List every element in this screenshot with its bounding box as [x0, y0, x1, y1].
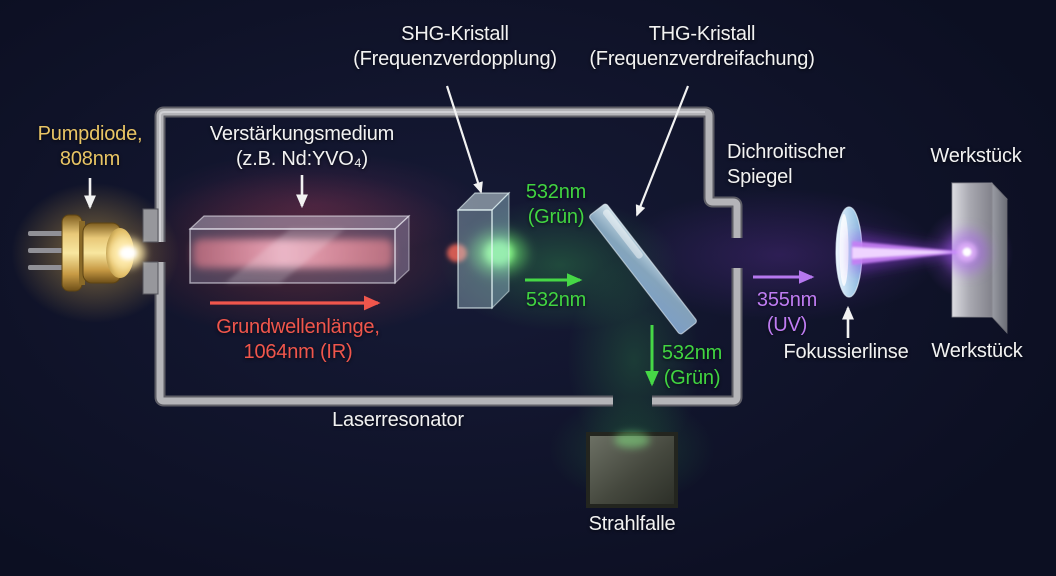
thg-crystal-graphic: [589, 203, 697, 335]
label-pump-diode: Pumpdiode, 808nm: [37, 123, 143, 170]
label-beam-trap: Strahlfalle: [588, 513, 676, 535]
gain-medium-crystal: [188, 214, 411, 285]
uv-focus-cone: [850, 230, 989, 274]
label-thg-crystal: THG-Kristall (Frequenzverdreifachung): [589, 23, 815, 70]
label-workpiece-bottom: Werkstück: [931, 340, 1023, 362]
label-gain-medium: Verstärkungsmedium (z.B. Nd:YVO₄): [209, 123, 395, 170]
shg-crystal-graphic: [447, 191, 527, 310]
label-laser-resonator: Laserresonator: [332, 409, 464, 431]
diode-leads: [28, 231, 66, 270]
label-532nm-green: 532nm (Grün): [525, 181, 587, 228]
ir-beam: [118, 229, 470, 283]
label-shg-crystal: SHG-Kristall (Frequenzverdopplung): [353, 23, 557, 70]
green-down-beam: [614, 258, 650, 452]
thg-leader-arrow: [635, 85, 690, 217]
label-workpiece-top: Werkstück: [930, 145, 1022, 167]
beam-trap-graphic: [586, 432, 678, 508]
label-focusing-lens: Fokussierlinse: [783, 341, 909, 363]
label-355nm-uv: 355nm (UV): [756, 289, 818, 336]
label-arrows: [84, 85, 854, 387]
label-532nm-down: 532nm (Grün): [661, 342, 723, 389]
focusing-lens-graphic: [835, 206, 863, 298]
pump-diode-graphic: [28, 214, 145, 292]
label-532nm-arrow: 532nm: [525, 289, 587, 311]
shg-leader-arrow: [445, 85, 483, 194]
label-fundamental-wavelength: Grundwellenlänge, 1064nm (IR): [216, 316, 380, 363]
label-dichroic-mirror: Dichroitischer Spiegel: [727, 141, 846, 188]
resonator-outline: [142, 106, 743, 407]
